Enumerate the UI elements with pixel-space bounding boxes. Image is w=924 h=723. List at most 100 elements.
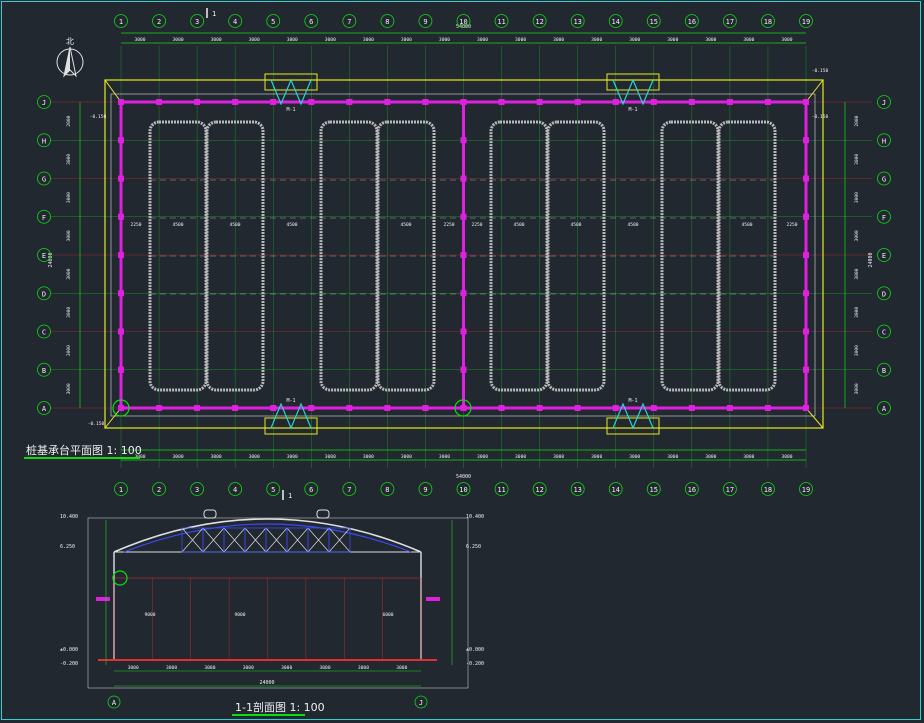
column-marker [460, 366, 467, 373]
axis-bubble-row [37, 171, 51, 186]
axis-label-col: 18 [764, 486, 772, 494]
column-marker [232, 99, 239, 105]
axis-label-row: A [42, 405, 47, 413]
axis-label-col: 19 [802, 486, 810, 494]
room-width-label: 4500 [741, 222, 752, 228]
column-marker [498, 405, 505, 411]
axis-bubble-col [684, 482, 699, 496]
row-dim-label: 3000 [66, 307, 72, 318]
axis-label-col: 7 [347, 486, 351, 494]
axis-bubble-col [342, 14, 357, 28]
section-right-elevation: ±0.000 [466, 647, 484, 653]
column-marker [612, 99, 619, 105]
room-width-label: 4500 [570, 222, 581, 228]
section-roof-arch [113, 518, 422, 553]
bay-dim-label: 3000 [705, 454, 716, 460]
axis-label-col: 4 [233, 486, 237, 494]
truss-web [328, 527, 351, 553]
column-marker [803, 290, 809, 297]
axis-bubble-col [761, 14, 775, 28]
room-outline [205, 120, 265, 392]
axis-bubble-col [608, 14, 623, 28]
column-marker [118, 137, 124, 144]
side-label: 2250 [786, 222, 797, 228]
column-marker [118, 405, 124, 411]
axis-bubble-col [722, 14, 737, 28]
axis-label-col: 16 [688, 486, 696, 494]
axis-bubble-row [37, 286, 51, 301]
door-swing [270, 78, 312, 106]
side-label: 2250 [471, 222, 482, 228]
column-marker [498, 99, 505, 105]
axis-bubble-row [37, 401, 51, 415]
axis-label-col: 11 [497, 18, 505, 26]
section-left-elevation: 6.250 [60, 544, 75, 550]
section-bay-label: 3000 [281, 665, 292, 671]
bay-dim-label: 3000 [211, 37, 222, 43]
corner-line [805, 79, 824, 103]
bay-dim-label: 3000 [249, 37, 260, 43]
axis-bubble-row [877, 95, 891, 109]
row-dim-label: 3000 [66, 192, 72, 203]
axis-label-row: C [882, 329, 886, 337]
column-marker [118, 213, 124, 220]
axis-label-col: 17 [726, 18, 734, 26]
axis-label-col: 1 [119, 18, 123, 26]
truss-web [202, 527, 225, 553]
section-bracket [426, 597, 440, 601]
axis-bubble-col [456, 482, 471, 496]
axis-bubble-col [304, 14, 319, 28]
axis-label-col: 19 [802, 18, 810, 26]
room-outline [376, 120, 436, 392]
axis-label-col: 16 [688, 18, 696, 26]
bay-dim-label: 3000 [515, 37, 526, 43]
column-marker [726, 99, 733, 105]
bay-dim-label: 3000 [134, 37, 145, 43]
axis-label-col: 18 [764, 18, 772, 26]
column-marker [270, 99, 277, 105]
plan-dimensions: 3000 3000 3000 3000 3000 3000 3000 3000 3000 3000… [48, 24, 874, 480]
row-dim-label: 3000 [854, 383, 860, 394]
column-marker [118, 252, 124, 258]
column-marker [308, 99, 315, 105]
column-marker [422, 99, 429, 105]
row-dim-label: 3000 [854, 154, 860, 165]
column-marker [156, 99, 163, 105]
bay-dim-label: 3000 [629, 37, 640, 43]
bay-dim-label: 3000 [553, 454, 564, 460]
row-dim-label: 3000 [66, 230, 72, 241]
section-overall-label: 24000 [259, 680, 274, 686]
axis-bubble-row [877, 401, 891, 415]
overall-dim-label-bottom: 54000 [456, 474, 471, 480]
axis-bubble-col [532, 482, 547, 496]
column-marker [574, 405, 581, 411]
axis-label-col: 14 [612, 18, 620, 26]
axis-bubble-row [37, 95, 51, 109]
column-marker [384, 405, 391, 411]
axis-bubble-row [877, 362, 891, 377]
axis-label-col: 8 [385, 18, 389, 26]
column-marker [803, 252, 809, 258]
axis-label-col: 17 [726, 486, 734, 494]
column-marker [803, 405, 809, 411]
axis-label-col: 12 [535, 486, 543, 494]
axis-bubble-col [114, 14, 128, 28]
column-marker [574, 99, 581, 105]
row-dim-label: 3000 [66, 345, 72, 356]
column-marker [118, 366, 124, 373]
axis-label-row: G [882, 176, 886, 184]
section-mark-label: 1 [288, 492, 292, 500]
column-marker [460, 405, 467, 411]
axis-bubble-col [722, 482, 737, 496]
bay-dim-label: 3000 [477, 37, 488, 43]
column-marker [803, 99, 809, 105]
room-outline [717, 120, 777, 392]
axis-bubble-col [304, 482, 319, 496]
axis-bubble-col [380, 482, 395, 496]
door-label: M-1 [286, 398, 295, 404]
bay-dim-label: 3000 [325, 37, 336, 43]
column-marker [118, 290, 124, 297]
truss-web [265, 527, 288, 553]
